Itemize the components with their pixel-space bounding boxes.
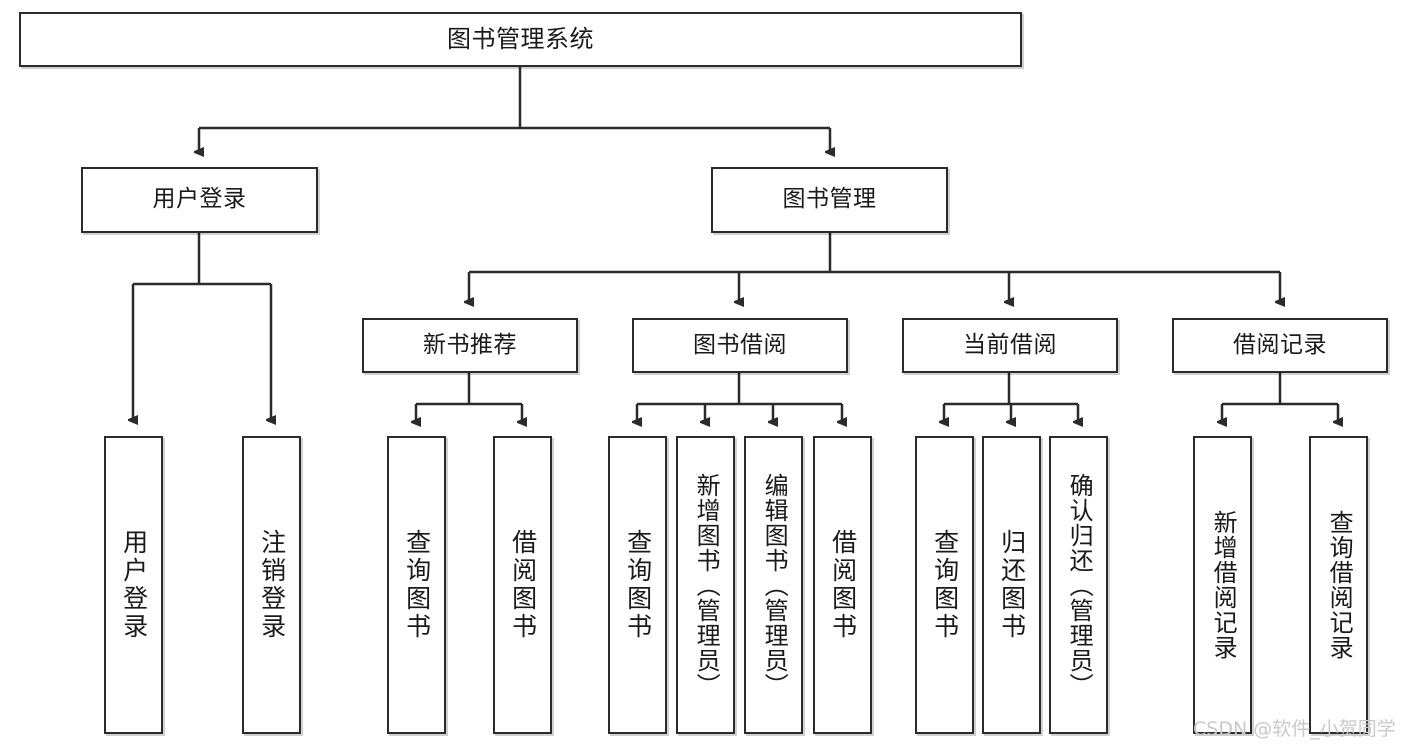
leaf-borrow-query-book[interactable]: 查询图书 [608,436,667,734]
node-label: 查询图书 [402,529,432,641]
node-user-login[interactable]: 用户登录 [81,167,318,233]
node-label: 新增图书（管理员） [692,472,721,698]
leaf-borrow-edit-book-admin[interactable]: 编辑图书（管理员） [744,436,803,734]
node-label: 用户登录 [152,186,247,213]
node-label: 确认归还（管理员） [1065,472,1094,698]
node-label: 查询借阅记录 [1325,510,1354,660]
node-label: 借阅图书 [508,529,538,641]
node-current-borrow[interactable]: 当前借阅 [902,318,1118,373]
node-book-management[interactable]: 图书管理 [711,167,948,233]
node-label: 查询图书 [623,529,653,641]
node-root-system[interactable]: 图书管理系统 [19,12,1022,67]
node-label: 图书管理系统 [447,25,594,54]
watermark-text: CSDN @软件_小贺同学 [1193,718,1396,740]
leaf-current-query-book[interactable]: 查询图书 [915,436,974,734]
node-new-book-recommend[interactable]: 新书推荐 [362,318,578,373]
leaf-record-add-borrow-record[interactable]: 新增借阅记录 [1193,436,1252,734]
leaf-record-query-borrow-record[interactable]: 查询借阅记录 [1309,436,1368,734]
leaf-borrow-borrow-book[interactable]: 借阅图书 [813,436,872,734]
node-label: 用户登录 [119,529,149,641]
node-label: 图书管理 [782,186,877,213]
node-label: 当前借阅 [963,331,1057,358]
leaf-recommend-borrow-book[interactable]: 借阅图书 [493,436,552,734]
node-label: 借阅记录 [1233,331,1327,358]
node-label: 注销登录 [257,529,287,641]
node-borrow-record[interactable]: 借阅记录 [1172,318,1388,373]
leaf-recommend-query-book[interactable]: 查询图书 [387,436,446,734]
leaf-current-confirm-return-admin[interactable]: 确认归还（管理员） [1049,436,1108,734]
node-label: 新增借阅记录 [1209,510,1238,660]
node-label: 图书借阅 [693,331,787,358]
leaf-logout-login[interactable]: 注销登录 [242,436,301,734]
node-label: 借阅图书 [828,529,858,641]
leaf-current-return-book[interactable]: 归还图书 [982,436,1041,734]
node-label: 查询图书 [930,529,960,641]
leaf-user-login[interactable]: 用户登录 [104,436,163,734]
node-book-borrow[interactable]: 图书借阅 [632,318,848,373]
node-label: 归还图书 [997,529,1027,641]
leaf-borrow-add-book-admin[interactable]: 新增图书（管理员） [676,436,735,734]
node-label: 编辑图书（管理员） [760,472,789,698]
node-label: 新书推荐 [423,331,517,358]
